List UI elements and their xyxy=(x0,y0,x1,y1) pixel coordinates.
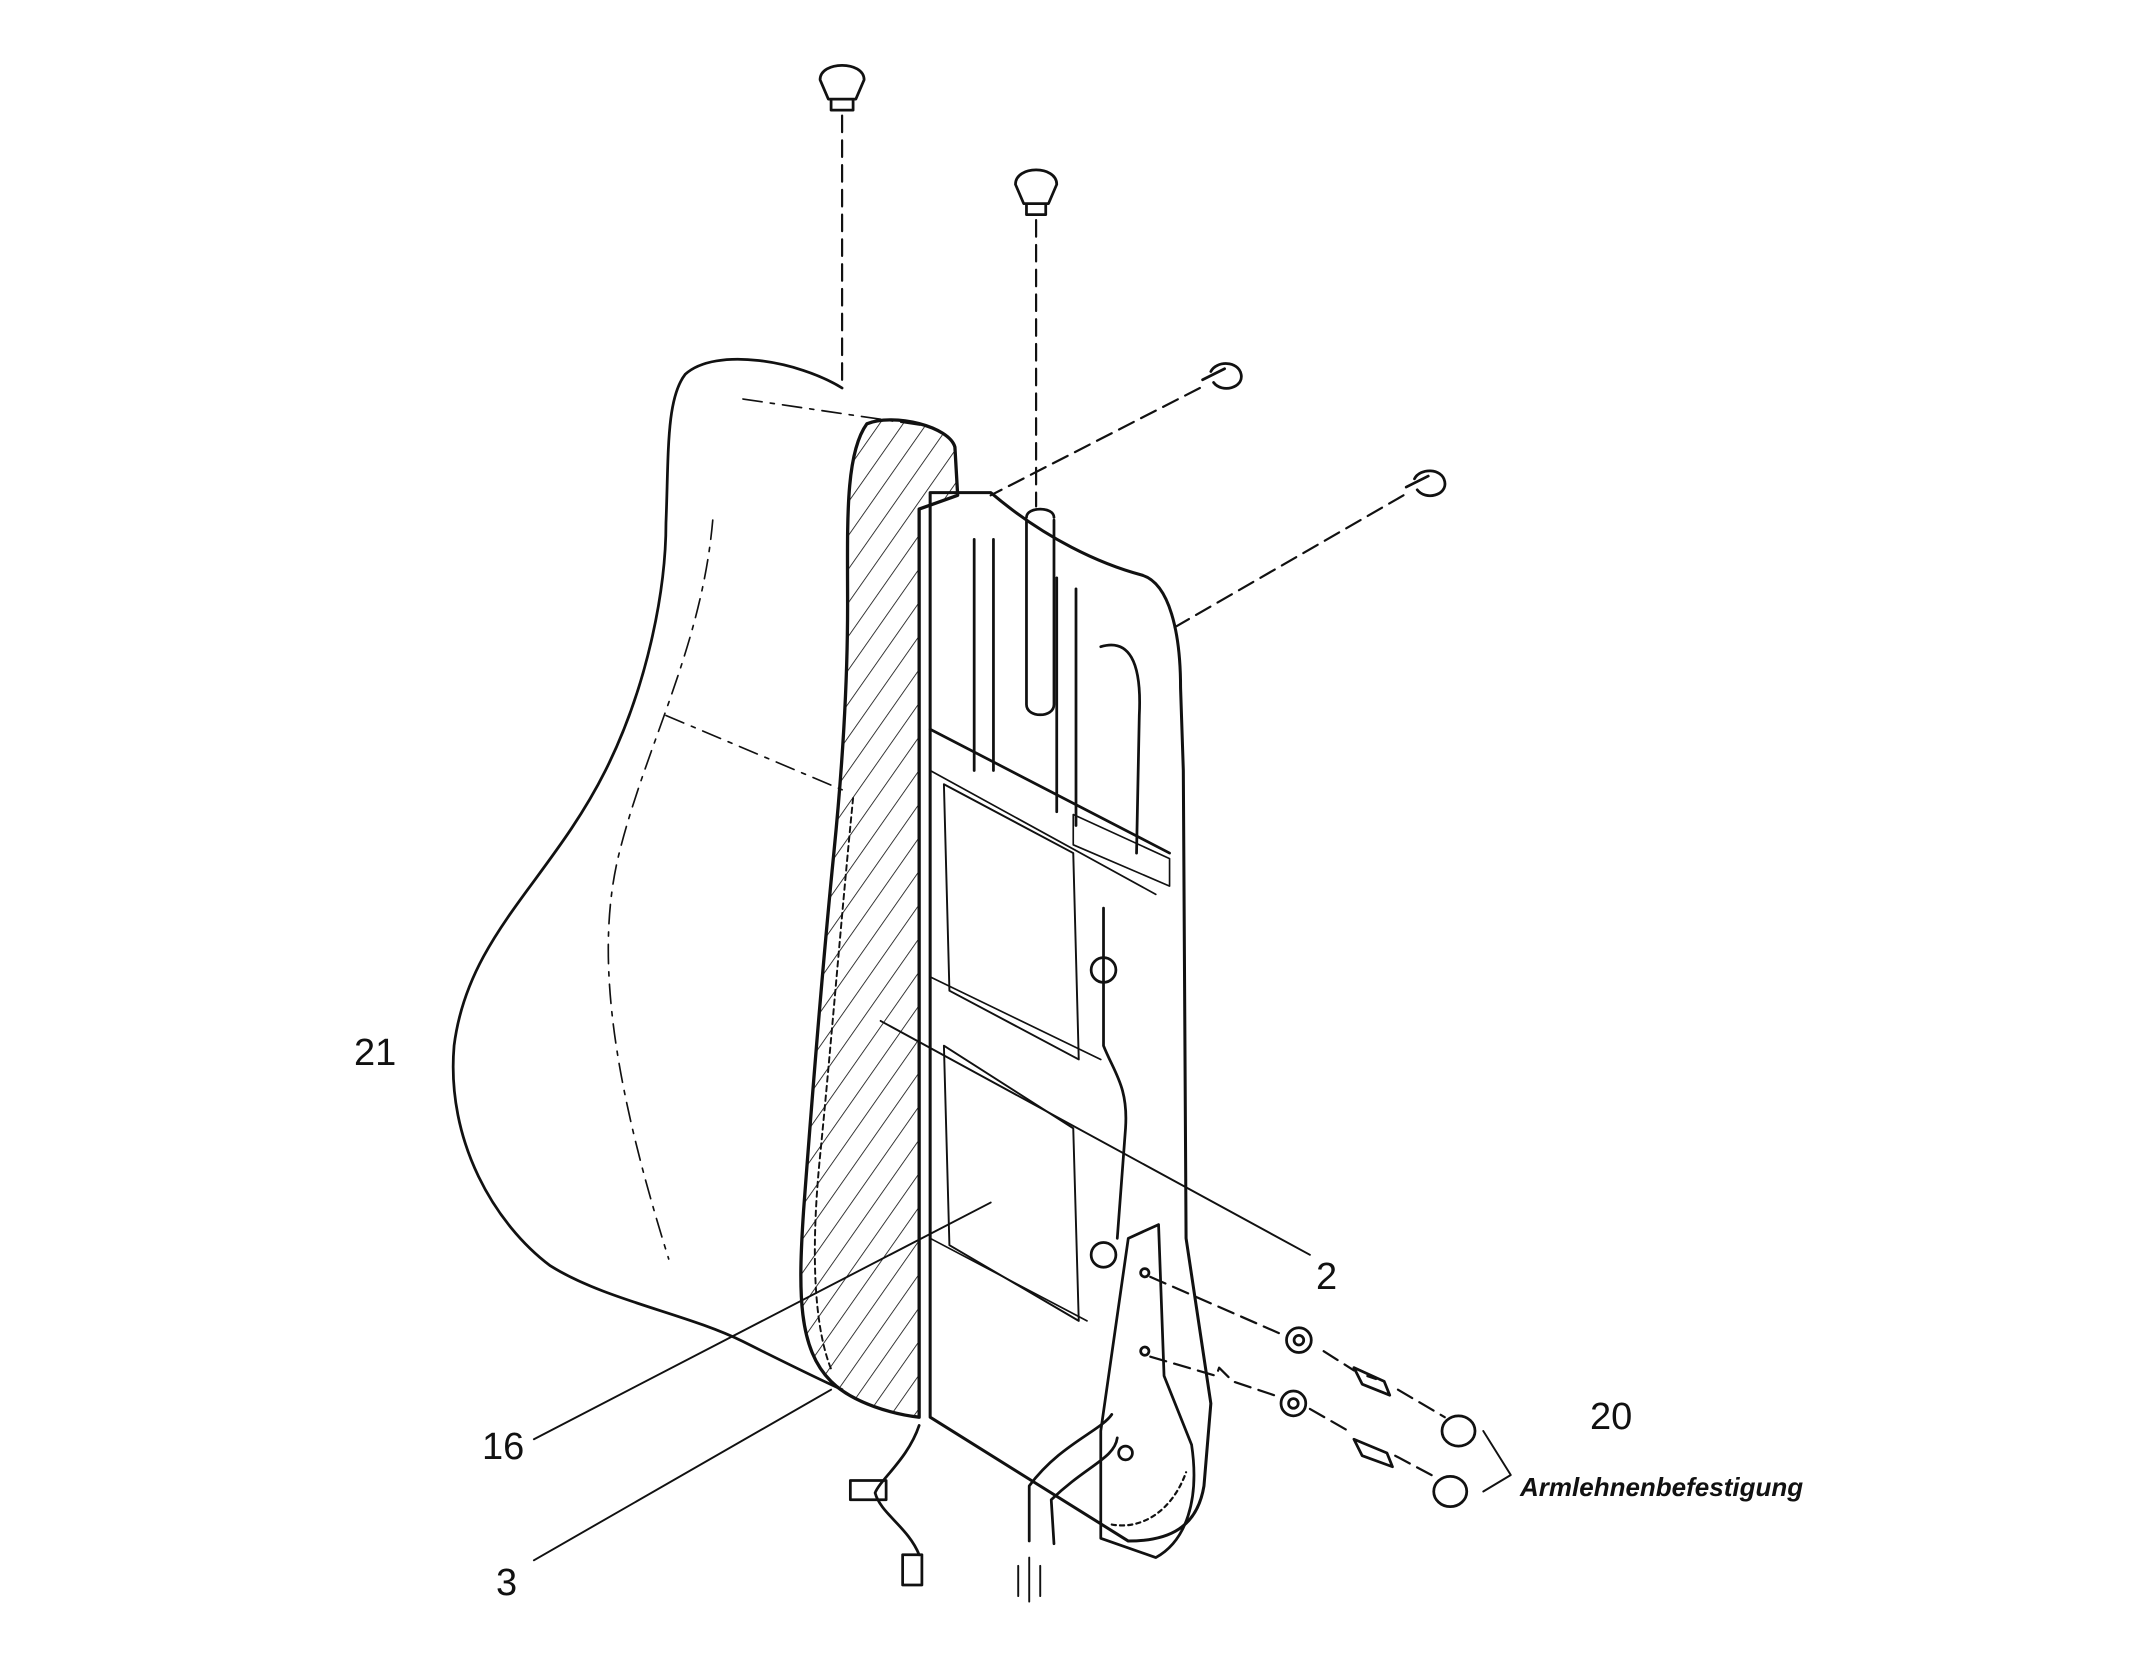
connector-plug xyxy=(848,1479,888,1502)
callout-21: 21 xyxy=(354,1032,397,1074)
cap-upper xyxy=(1440,1414,1477,1448)
washer-upper xyxy=(1285,1326,1313,1354)
adjust-cable xyxy=(1102,906,1128,1240)
washer-upper-hole xyxy=(1292,1333,1306,1347)
callout-2: 2 xyxy=(1316,1256,1338,1298)
grommet-left xyxy=(818,63,866,112)
callout-16: 16 xyxy=(482,1426,525,1468)
frame-rail-mid xyxy=(929,769,1157,896)
retaining-clip-lower xyxy=(1404,469,1447,498)
bracket-brace xyxy=(1482,1429,1512,1493)
leader-line-16 xyxy=(532,1201,992,1441)
clip-pair xyxy=(1017,1556,1042,1603)
frame-rail-top xyxy=(928,727,1171,855)
callout-20: 20 xyxy=(1590,1396,1633,1438)
cable-clamp-lower xyxy=(1089,1241,1118,1269)
guide-line-clip-lower xyxy=(1168,494,1405,632)
retaining-clip-upper xyxy=(1201,362,1243,390)
washer-lower xyxy=(1279,1389,1308,1418)
frame-rail-low xyxy=(929,976,1102,1061)
grommet-center xyxy=(1014,168,1059,217)
cushion-outline xyxy=(451,357,844,1392)
connector-end xyxy=(901,1553,924,1587)
guide-line-screw-lower xyxy=(1149,1355,1438,1479)
cover-seam xyxy=(813,797,855,1371)
bracket-hole-lower xyxy=(1139,1345,1151,1357)
screw-upper xyxy=(1352,1366,1392,1397)
cushion-mid-seam xyxy=(665,714,843,791)
leader-line-2 xyxy=(879,1019,1311,1256)
bracket-hole-upper xyxy=(1139,1267,1151,1279)
screw-lower xyxy=(1352,1437,1394,1469)
callout-3: 3 xyxy=(496,1562,518,1604)
leader-line-3 xyxy=(532,1388,833,1562)
release-lever xyxy=(1027,1413,1119,1546)
toothed-segment xyxy=(1110,1471,1188,1527)
wire-harness xyxy=(873,1424,921,1557)
cushion-inner-curve xyxy=(607,519,714,1260)
backrest-frame xyxy=(928,491,1213,1543)
guide-line-clip-upper xyxy=(989,386,1201,497)
bracket-pivot xyxy=(1117,1444,1134,1462)
cushion-top-edge xyxy=(742,398,931,428)
guide-rod-center xyxy=(1055,576,1078,827)
guide-rod-left xyxy=(972,537,995,772)
washer-lower-hole xyxy=(1287,1397,1300,1410)
guide-line-screw-upper xyxy=(1149,1275,1446,1419)
armrest-mounting-caption: Armlehnenbefestigung xyxy=(1520,1472,1804,1502)
side-bar-right xyxy=(1099,643,1142,855)
lumbar-panel-lower xyxy=(942,1044,1080,1322)
lumbar-panel-upper xyxy=(942,783,1080,1061)
headrest-tube xyxy=(1025,507,1056,717)
cable-clamp-upper xyxy=(1089,956,1118,984)
cap-lower xyxy=(1432,1474,1469,1509)
foam-section xyxy=(799,418,960,1419)
recliner-bracket xyxy=(1099,1223,1196,1559)
